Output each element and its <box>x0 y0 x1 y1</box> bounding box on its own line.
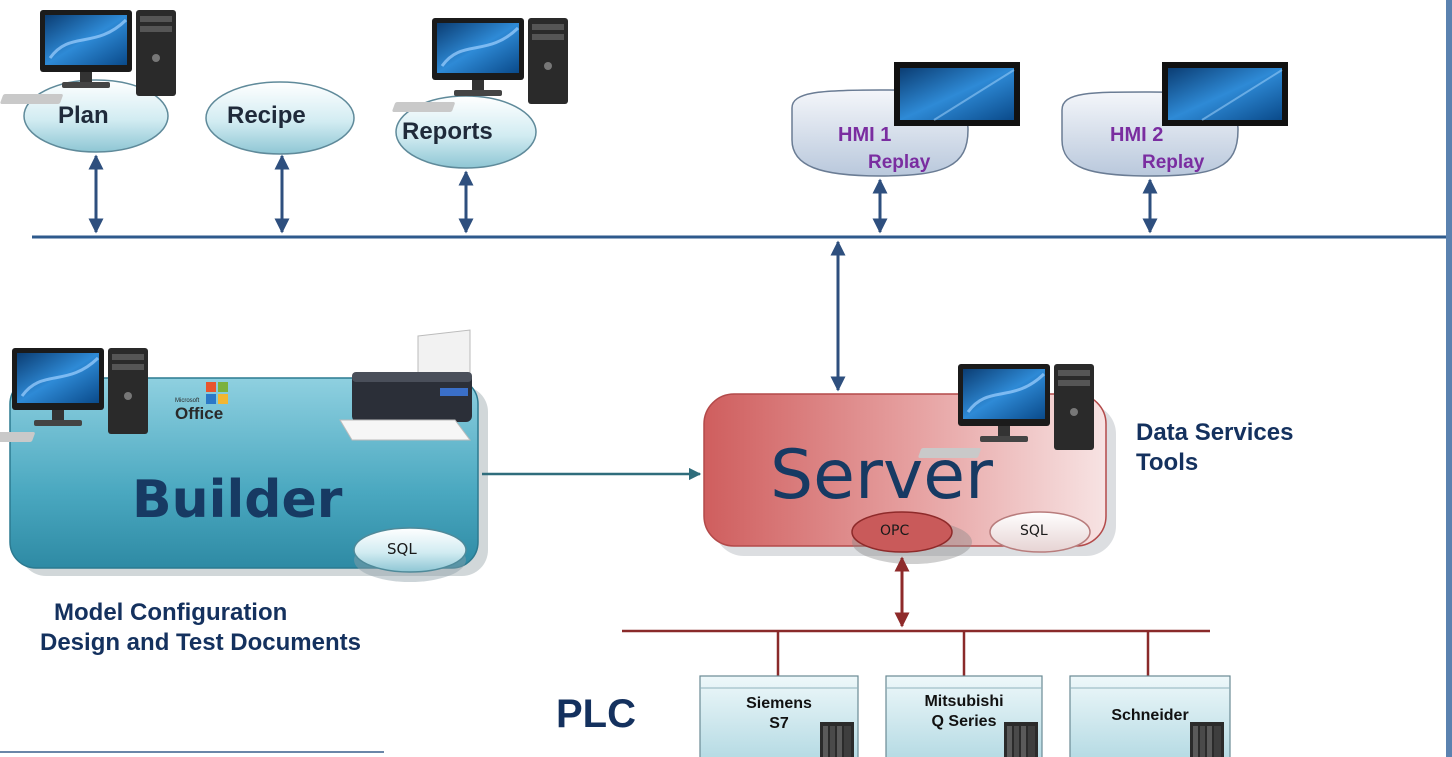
plc-siemens-line-1: Siemens <box>746 695 812 712</box>
hmi1-monitor-icon <box>893 61 1021 127</box>
office-label: Office <box>175 404 224 423</box>
plan-label: Plan <box>58 102 109 129</box>
server-caption-line-1: Data Services <box>1136 419 1294 446</box>
office-logo-icon <box>206 382 228 404</box>
plc-mitsubishi-line-1: Mitsubishi <box>924 693 1004 710</box>
server-sql-label: SQL <box>1020 523 1048 539</box>
server-caption-line-2: Tools <box>1136 449 1199 476</box>
opc-pill <box>851 511 953 553</box>
plc-mitsubishi-label: Mitsubishi Q Series <box>886 692 1042 732</box>
hmi1-label: HMI 1 <box>838 124 892 146</box>
hmi2-label: HMI 2 <box>1110 124 1164 146</box>
plc-label: PLC <box>556 692 636 736</box>
printer-icon <box>339 329 472 441</box>
plc-schneider-line-1: Schneider <box>1111 707 1189 724</box>
builder-sql-label: SQL <box>387 540 417 558</box>
hmi2-monitor-icon <box>1161 61 1289 127</box>
builder-caption: Model Configuration Design and Test Docu… <box>40 598 361 658</box>
hmi2-replay-label: Replay <box>1142 152 1205 173</box>
builder-title: Builder <box>132 470 343 530</box>
hmi1-replay-label: Replay <box>868 152 931 173</box>
server-sql-pill <box>989 511 1091 553</box>
opc-label: OPC <box>880 523 910 539</box>
server-caption: Data Services Tools <box>1136 418 1293 478</box>
recipe-bubble <box>205 81 355 155</box>
right-border <box>1446 0 1452 757</box>
plc-siemens-line-2: S7 <box>769 715 789 732</box>
builder-caption-line-2: Design and Test Documents <box>40 629 361 656</box>
plc-schneider-label: Schneider <box>1070 706 1230 726</box>
builder-sql-pill <box>353 527 467 573</box>
schneider-device-icon <box>1190 722 1224 757</box>
builder-caption-line-1: Model Configuration <box>54 599 288 626</box>
plc-siemens-label: Siemens S7 <box>700 694 858 734</box>
office-small-label: Microsoft <box>175 398 200 404</box>
recipe-label: Recipe <box>227 102 306 129</box>
server-title: Server <box>770 436 993 515</box>
plc-mitsubishi-line-2: Q Series <box>931 713 997 730</box>
reports-label: Reports <box>402 118 493 145</box>
